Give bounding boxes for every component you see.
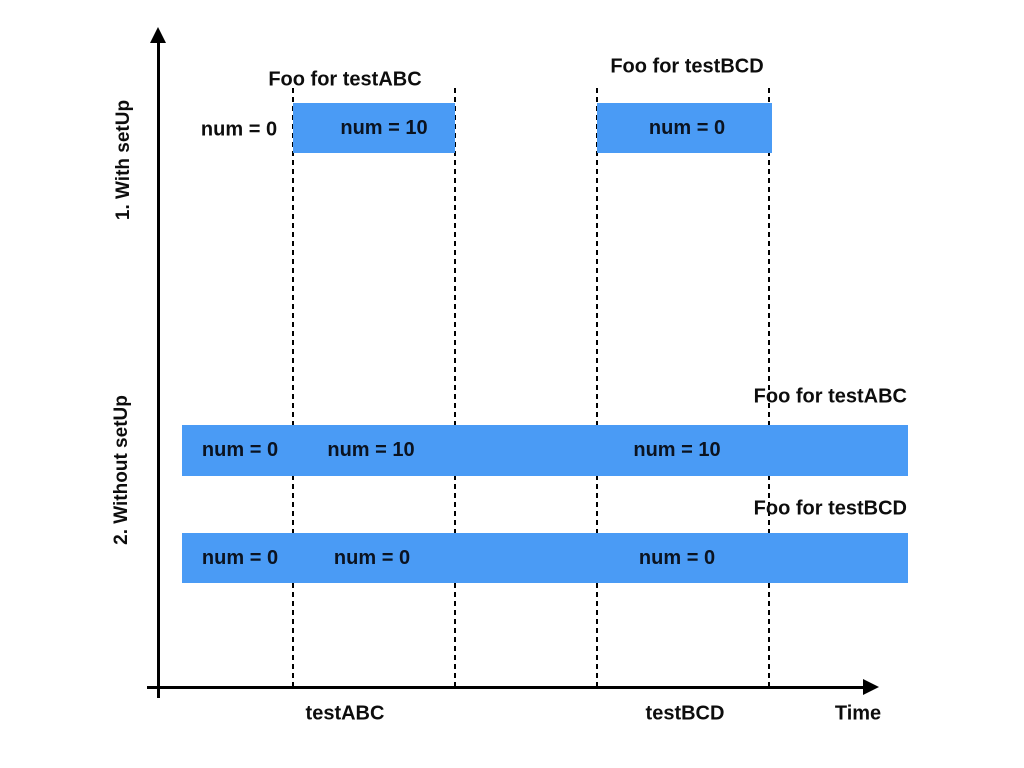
with-setup-testBCD-bar: num = 0	[597, 103, 772, 153]
dashed-line-testBCD-end	[768, 88, 770, 688]
x-axis-label-time: Time	[834, 702, 882, 725]
dashed-line-testBCD-start	[596, 88, 598, 688]
without-setup-testABC-title: Foo for testABC	[753, 385, 907, 408]
section-label-without-setup: 2. Without setUp	[111, 395, 132, 545]
without-setup-testABC-bar: num = 0 num = 10 num = 10	[182, 425, 908, 476]
bar-value-label: num = 0	[201, 439, 279, 461]
without-setup-testBCD-title: Foo for testBCD	[753, 497, 907, 520]
bar-value-label: num = 10	[340, 116, 428, 139]
bar-value-label: num = 0	[648, 116, 726, 139]
without-setup-testBCD-bar: num = 0 num = 0 num = 0	[182, 533, 908, 583]
x-axis-arrow-icon	[863, 679, 879, 695]
section-label-with-setup: 1. With setUp	[113, 99, 134, 221]
bar-value-label: num = 10	[327, 439, 415, 461]
bar-value-label: num = 10	[633, 439, 721, 461]
with-setup-testABC-bar: num = 10	[293, 103, 455, 153]
with-setup-testBCD-title: Foo for testBCD	[610, 55, 764, 78]
dashed-line-testABC-end	[454, 88, 456, 688]
bar-value-label: num = 0	[333, 546, 411, 569]
x-axis-label-testABC: testABC	[305, 702, 385, 725]
y-axis-line	[157, 32, 160, 698]
dashed-line-testABC-start	[292, 88, 294, 688]
y-axis-arrow-icon	[150, 27, 166, 43]
x-axis-line	[147, 686, 869, 689]
x-axis-label-testBCD: testBCD	[645, 702, 725, 725]
with-setup-testABC-title: Foo for testABC	[268, 68, 422, 91]
with-setup-before-value: num = 0	[200, 118, 278, 141]
bar-value-label: num = 0	[638, 546, 716, 569]
bar-value-label: num = 0	[201, 546, 279, 569]
